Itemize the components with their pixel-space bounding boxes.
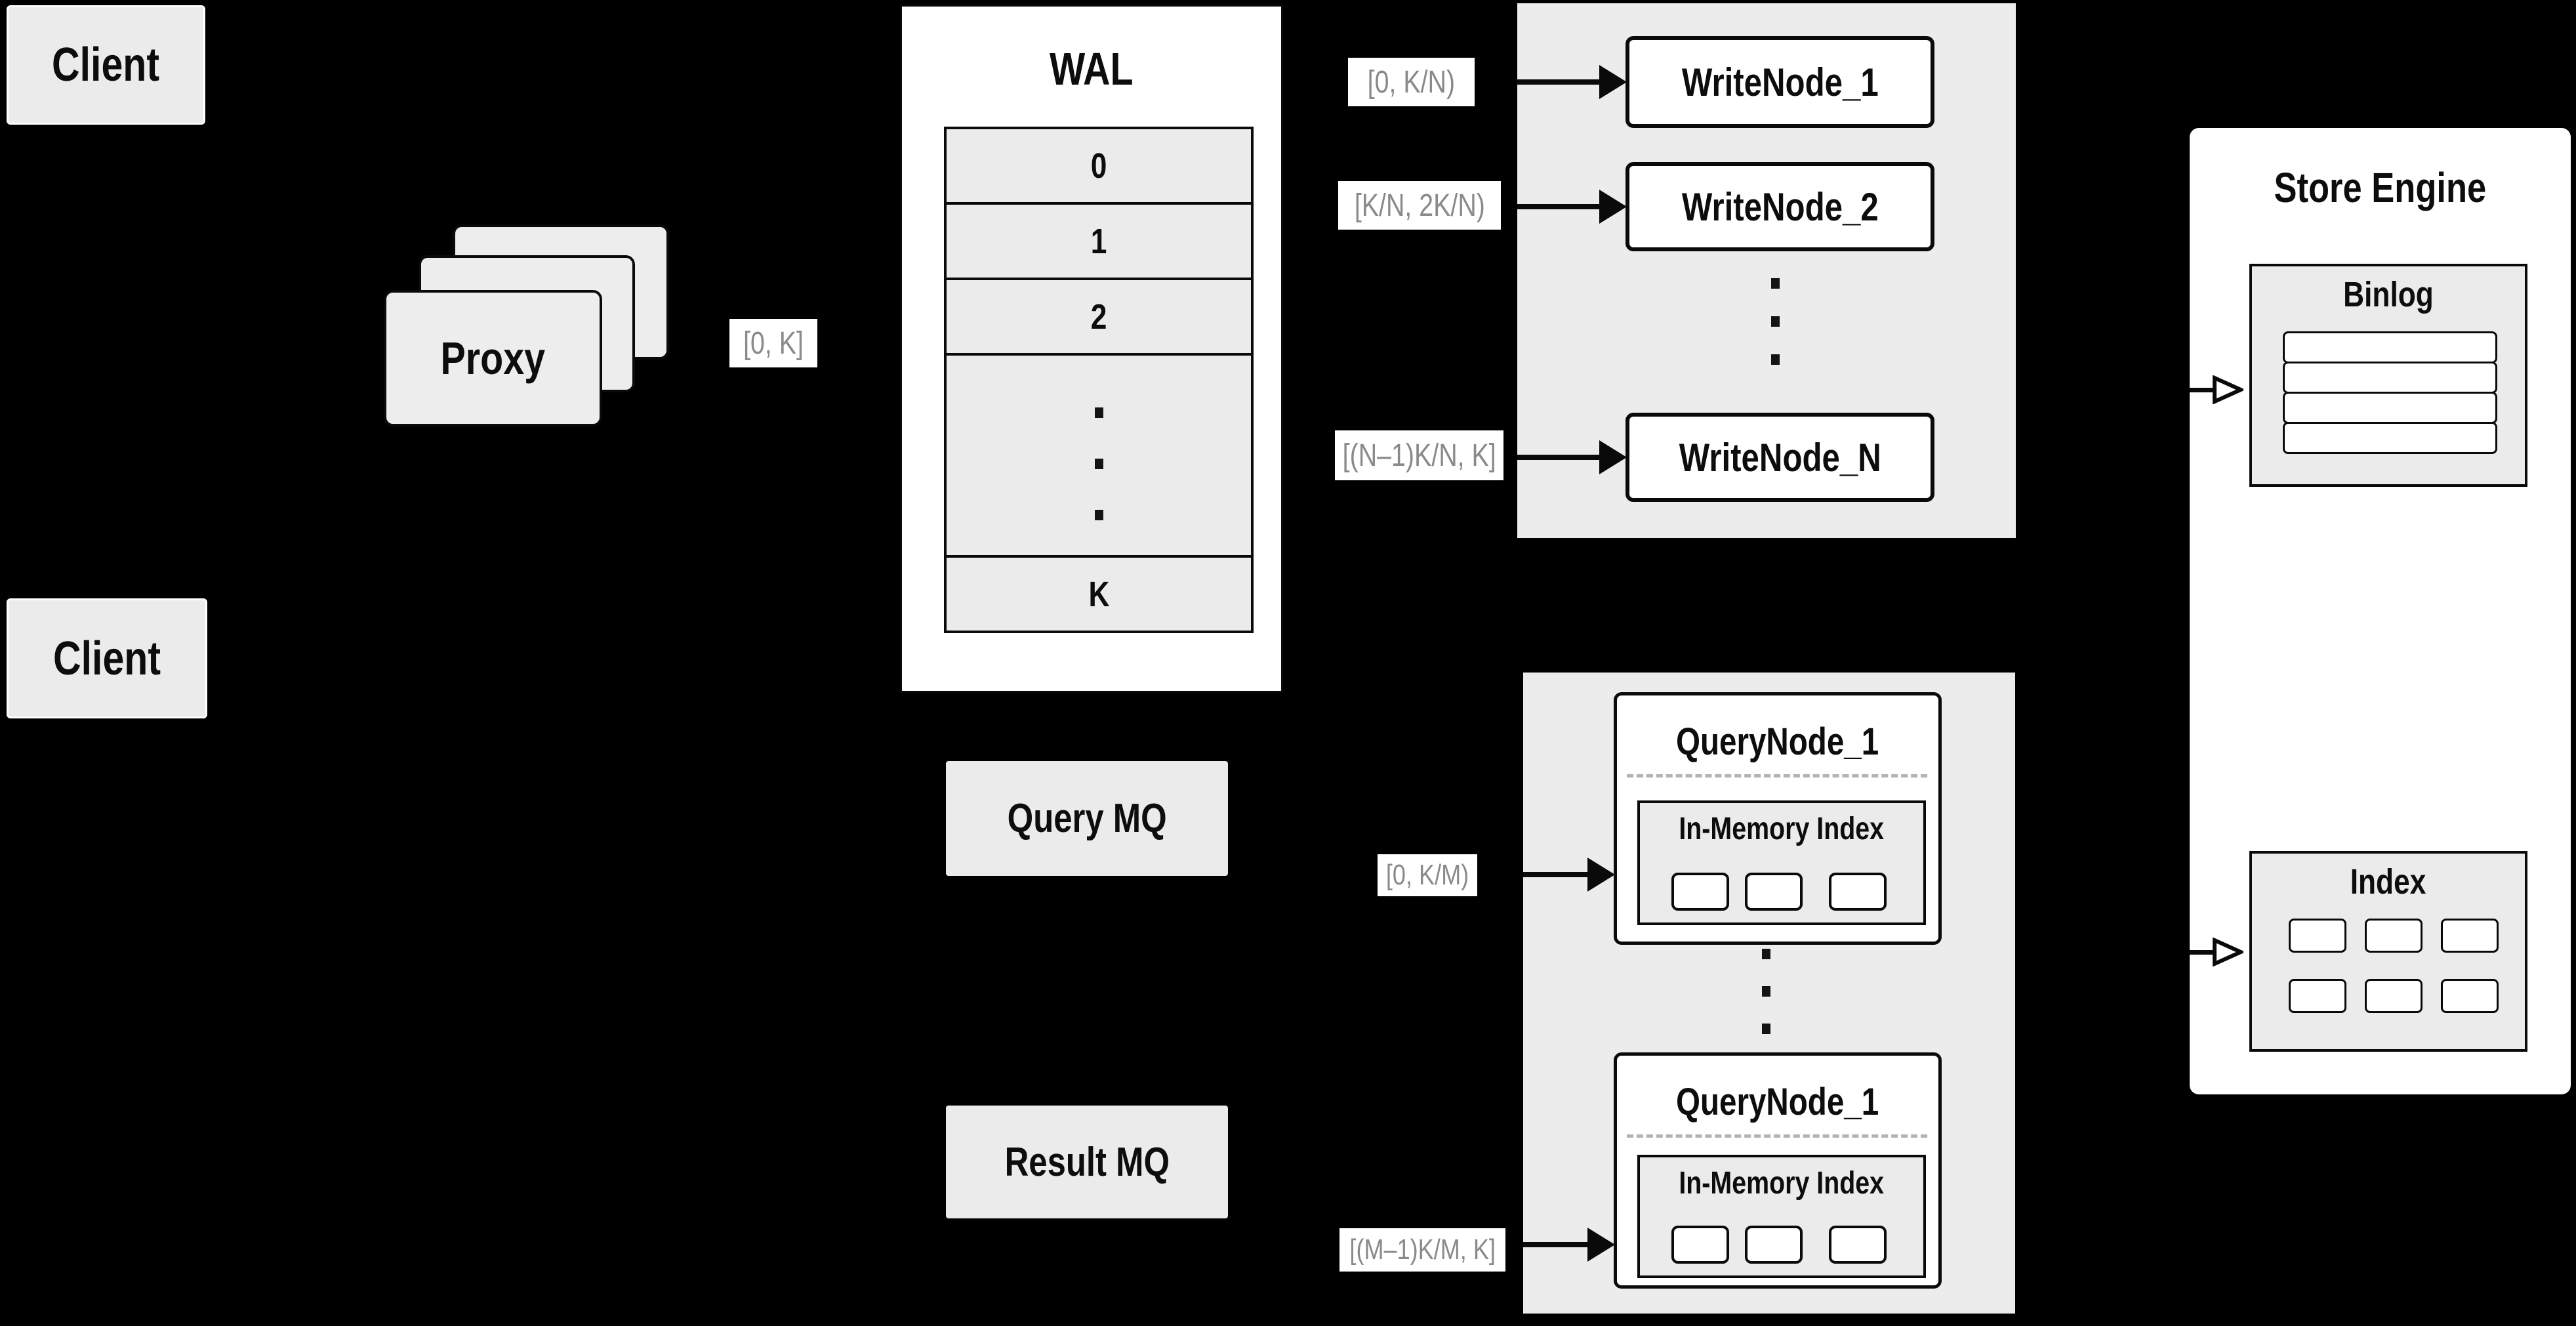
arrow-line-query-m <box>1523 1242 1589 1247</box>
binlog-title: Binlog <box>2343 275 2434 314</box>
vertical-ellipsis-dot <box>1771 354 1780 365</box>
arrow-line-write-n <box>1517 455 1601 460</box>
index-title: Index <box>2350 862 2426 901</box>
index-box: Index <box>2249 851 2527 1052</box>
in-memory-index-title: In-Memory Index <box>1679 1165 1885 1201</box>
vertical-ellipsis-dot <box>1094 510 1103 520</box>
wal-segment-row: 2 <box>947 278 1251 353</box>
binlog-row <box>2283 392 2497 424</box>
client-box-bottom: Client <box>7 598 207 718</box>
segment-cell <box>1745 1226 1803 1264</box>
index-cell <box>2365 979 2423 1013</box>
write-node-n: WriteNode_N <box>1625 413 1934 502</box>
query-node-title: QueryNode_1 <box>1676 1080 1879 1123</box>
wal-title: WAL <box>1050 43 1134 94</box>
segment-cell <box>1671 1226 1729 1264</box>
arrowhead-icon <box>1587 1228 1615 1262</box>
in-memory-index-box: In-Memory Index <box>1637 1155 1926 1278</box>
query-mq-box: Query MQ <box>946 761 1228 876</box>
segment-cell <box>1829 1226 1887 1264</box>
range-label-query-1: [0, K/M) <box>1378 854 1477 896</box>
index-cell <box>2441 979 2499 1013</box>
store-engine-panel: Store Engine Binlog Index <box>2190 128 2571 1094</box>
binlog-row <box>2283 331 2497 363</box>
query-node-bottom: QueryNode_1 In-Memory Index <box>1614 1052 1942 1289</box>
write-node-2: WriteNode_2 <box>1625 162 1934 251</box>
open-arrowhead-icon <box>2213 938 2243 966</box>
arrow-line-binlog <box>2190 388 2215 392</box>
binlog-box: Binlog <box>2249 264 2527 487</box>
dashed-divider <box>1627 774 1927 777</box>
segment-cell <box>1671 873 1729 911</box>
vertical-ellipsis-dot <box>1771 278 1780 289</box>
client-box-top: Client <box>7 5 205 125</box>
wal-segment-row: 1 <box>947 202 1251 278</box>
range-label-write-1: [0, K/N) <box>1348 58 1475 106</box>
in-memory-index-box: In-Memory Index <box>1637 800 1926 925</box>
result-mq-box: Result MQ <box>946 1106 1228 1218</box>
index-cell <box>2365 919 2423 953</box>
segment-cell <box>1745 873 1803 911</box>
arrowhead-icon <box>1599 440 1627 474</box>
client-top-label: Client <box>52 39 160 91</box>
write-node-1: WriteNode_1 <box>1625 36 1934 128</box>
arrow-line-index <box>2190 950 2215 955</box>
dashed-divider <box>1627 1134 1927 1138</box>
binlog-rows <box>2283 331 2497 454</box>
arrow-line-write-1 <box>1517 79 1601 85</box>
open-arrowhead-icon <box>2213 375 2243 404</box>
range-label-proxy-wal: [0, K] <box>729 319 817 367</box>
binlog-row <box>2283 362 2497 394</box>
wal-segment-table: 0 1 2 K <box>944 127 1254 633</box>
wal-row-ellipsis <box>947 353 1251 555</box>
arrowhead-icon <box>1587 858 1615 892</box>
wal-segment-row: 0 <box>947 129 1251 202</box>
index-cell <box>2289 919 2346 953</box>
client-bottom-label: Client <box>52 632 161 685</box>
range-label-write-2: [K/N, 2K/N) <box>1338 181 1501 230</box>
vertical-ellipsis-dot <box>1762 986 1770 997</box>
arrow-line-write-2 <box>1517 204 1601 209</box>
vertical-ellipsis-dot <box>1094 459 1103 469</box>
binlog-row <box>2283 422 2497 454</box>
arrowhead-icon <box>1599 190 1627 224</box>
vertical-ellipsis-dot <box>1094 407 1103 418</box>
vertical-ellipsis-dot <box>1771 316 1780 327</box>
store-engine-title: Store Engine <box>2274 164 2487 211</box>
proxy-label: Proxy <box>440 333 546 384</box>
wal-panel: WAL 0 1 2 K <box>900 5 1283 693</box>
query-node-top: QueryNode_1 In-Memory Index <box>1614 692 1942 945</box>
arrow-line-query-1 <box>1523 872 1589 877</box>
proxy-card-front: Proxy <box>384 290 602 426</box>
index-cell <box>2289 979 2346 1013</box>
range-label-query-m: [(M–1)K/M, K] <box>1339 1228 1505 1272</box>
in-memory-index-title: In-Memory Index <box>1679 811 1885 846</box>
vertical-ellipsis-dot <box>1762 1024 1770 1034</box>
wal-segment-row: K <box>947 555 1251 631</box>
query-node-panel: QueryNode_1 In-Memory Index QueryNode_1 … <box>1523 673 2015 1314</box>
arrowhead-icon <box>1599 65 1627 99</box>
vertical-ellipsis-dot <box>1762 949 1770 959</box>
index-cell <box>2441 919 2499 953</box>
query-node-title: QueryNode_1 <box>1676 720 1879 763</box>
segment-cell <box>1829 873 1887 911</box>
range-label-write-n: [(N–1)K/N, K] <box>1335 430 1503 480</box>
